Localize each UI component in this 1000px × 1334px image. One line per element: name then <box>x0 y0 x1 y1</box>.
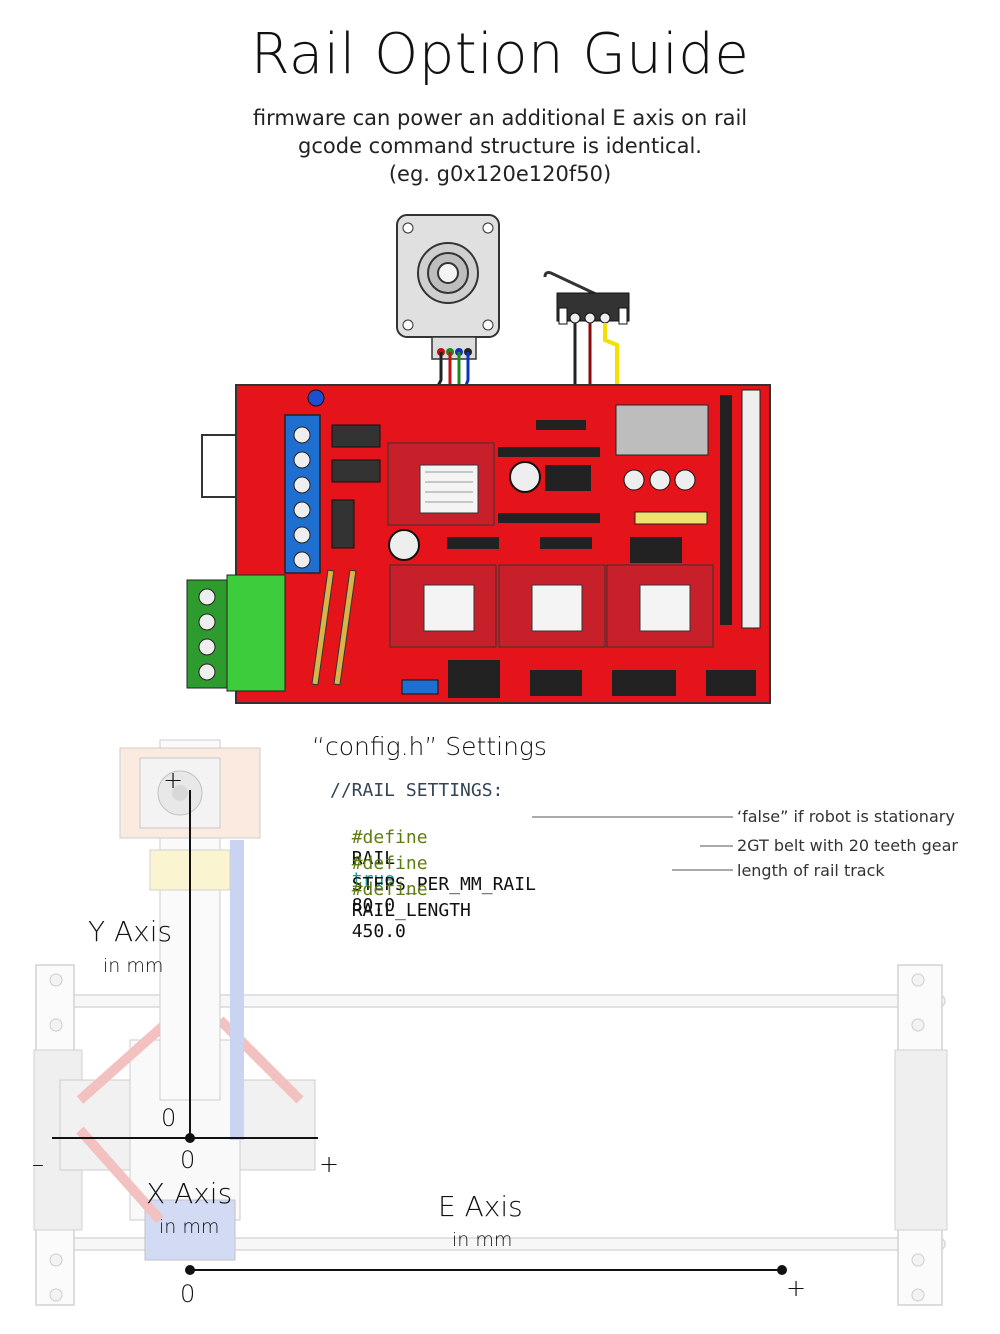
x-axis-label: X Axis <box>146 1177 233 1210</box>
note-rail: ‘false” if robot is stationary <box>737 807 955 826</box>
config-name: STEPS_PER_MM_RAIL <box>351 874 536 895</box>
config-value: 80.0 <box>351 895 396 916</box>
e-axis-unit: in mm <box>452 1229 513 1251</box>
config-value: true <box>351 869 396 890</box>
x-axis-zero: 0 <box>180 1146 196 1174</box>
config-note-lines <box>532 816 733 871</box>
config-name: RAIL <box>351 848 396 869</box>
config-line-steps: #define STEPS_PER_MM_RAIL 80.0 <box>330 832 536 916</box>
ramps-board <box>186 384 771 704</box>
e-axis-zero: 0 <box>180 1280 196 1308</box>
x-axis-unit: in mm <box>159 1216 220 1238</box>
define-keyword: #define <box>351 879 428 900</box>
define-keyword: #define <box>351 827 428 848</box>
x-axis-minus: – <box>32 1150 44 1178</box>
config-comment: //RAIL SETTINGS: <box>330 780 504 801</box>
y-axis-unit: in mm <box>103 955 164 977</box>
note-steps: 2GT belt with 20 teeth gear <box>737 836 958 855</box>
stepper-motor-icon <box>396 214 500 360</box>
x-axis-plus: + <box>319 1150 340 1178</box>
y-axis-zero: 0 <box>161 1104 177 1132</box>
y-axis-label: Y Axis <box>88 915 173 948</box>
y-axis-plus: + <box>163 766 184 794</box>
subtitle-line-1: firmware can power an additional E axis … <box>252 106 748 130</box>
endstop-switch-icon <box>543 271 630 325</box>
page-title: Rail Option Guide <box>250 22 750 87</box>
config-line-rail: #define RAIL true <box>330 806 428 890</box>
xy-origin-dot <box>185 1133 195 1143</box>
config-value: 450.0 <box>351 921 406 942</box>
subtitle-line-3: (eg. g0x120e120f50) <box>388 162 612 186</box>
config-line-length: #define RAIL_LENGTH 450.0 <box>330 858 471 942</box>
e-axis-plus: + <box>786 1274 807 1302</box>
e-axis-label: E Axis <box>438 1190 523 1223</box>
config-name: RAIL_LENGTH <box>351 900 471 921</box>
e-end-dot <box>777 1265 787 1275</box>
note-length: length of rail track <box>737 861 885 880</box>
e-origin-dot <box>185 1265 195 1275</box>
config-heading: “config.h” Settings <box>312 732 547 761</box>
subtitle-line-2: gcode command structure is identical. <box>298 134 702 158</box>
define-keyword: #define <box>351 853 428 874</box>
axes <box>52 790 787 1275</box>
